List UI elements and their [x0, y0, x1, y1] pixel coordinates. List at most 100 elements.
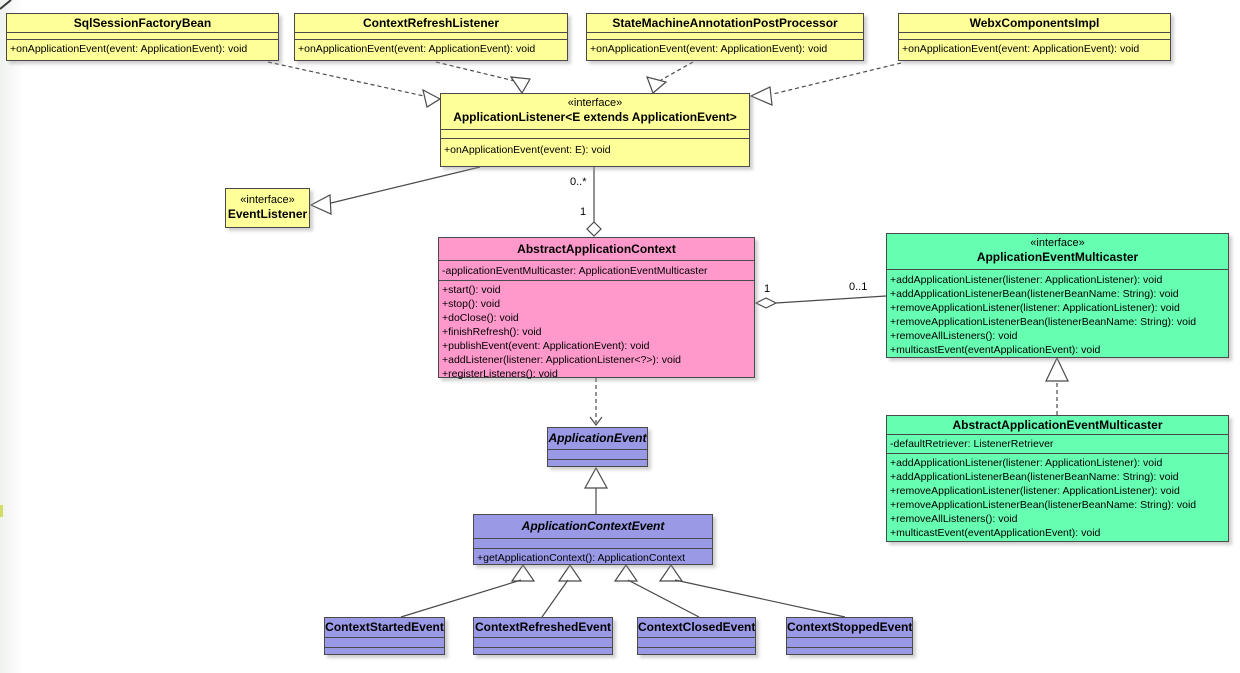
member-row: +onApplicationEvent(event: ApplicationEv… — [298, 43, 536, 55]
attributes-compartment — [899, 32, 1170, 39]
attributes-compartment: -defaultRetriever: ListenerRetriever — [887, 434, 1228, 453]
class-name: StateMachineAnnotationPostProcessor — [612, 16, 838, 30]
realization-sqlsessionfactorybean-applicationlistener[interactable] — [267, 61, 442, 108]
canvas-left-edge-shading — [0, 0, 24, 673]
member-row: +removeApplicationListener(listener: App… — [890, 485, 1180, 497]
attributes-compartment — [7, 32, 278, 39]
member-row: +onApplicationEvent(event: ApplicationEv… — [590, 43, 828, 55]
attributes-compartment — [474, 637, 612, 647]
class-title: «interface» EventListener — [226, 189, 309, 227]
class-contextrefreshedevent[interactable]: ContextRefreshedEvent — [473, 617, 613, 655]
member-row: -defaultRetriever: ListenerRetriever — [890, 438, 1054, 450]
attributes-compartment — [295, 32, 567, 39]
class-applicationevent[interactable]: ApplicationEvent — [547, 427, 648, 467]
class-name: ApplicationListener<E extends Applicatio… — [453, 110, 737, 124]
member-row: +removeAllListeners(): void — [890, 330, 1018, 342]
generalization-applicationcontextevent-applicationevent[interactable] — [583, 466, 609, 514]
realization-abstractapplicationeventmulticaster-applicationeventmulticaster[interactable] — [1045, 356, 1069, 415]
class-abstractapplicationeventmulticaster[interactable]: AbstractApplicationEventMulticaster -def… — [886, 415, 1229, 542]
member-row: +removeAllListeners(): void — [890, 513, 1018, 525]
canvas-edge-artifact — [0, 505, 3, 517]
class-name: ContextClosedEvent — [638, 620, 755, 634]
realization-statemachineannotationpostprocessor-applicationlistener[interactable] — [646, 61, 694, 95]
class-contextclosedevent[interactable]: ContextClosedEvent — [637, 617, 756, 655]
class-name: ContextStoppedEvent — [787, 620, 912, 634]
stereotype-label: «interface» — [1030, 237, 1085, 249]
aggregation-abstractapplicationcontext-applicationeventmulticaster[interactable] — [754, 295, 887, 309]
methods-compartment: +onApplicationEvent(event: E): void — [441, 138, 749, 168]
member-row: +addListener(listener: ApplicationListen… — [442, 354, 682, 366]
class-name: ContextRefreshListener — [362, 16, 500, 30]
interface-applicationeventmulticaster[interactable]: «interface» ApplicationEventMulticaster … — [886, 233, 1229, 358]
member-row: +stop(): void — [442, 298, 501, 310]
class-title: «interface» ApplicationListener<E extend… — [441, 94, 749, 129]
member-row: -applicationEventMulticaster: Applicatio… — [442, 265, 708, 277]
stereotype-label: «interface» — [240, 194, 295, 206]
multiplicity-label-1-context-right: 1 — [764, 283, 771, 295]
class-statemachineannotationpostprocessor[interactable]: StateMachineAnnotationPostProcessor +onA… — [586, 13, 864, 61]
methods-compartment — [548, 459, 647, 468]
interface-eventlistener[interactable]: «interface» EventListener — [225, 188, 310, 228]
methods-compartment: +onApplicationEvent(event: ApplicationEv… — [899, 39, 1170, 62]
interface-applicationlistener[interactable]: «interface» ApplicationListener<E extend… — [440, 93, 750, 167]
member-row: +registerListeners(): void — [442, 368, 558, 379]
generalization-applicationlistener-eventlistener[interactable] — [309, 166, 481, 215]
attributes-compartment — [587, 32, 863, 39]
class-name: ApplicationEventMulticaster — [976, 250, 1139, 264]
class-name: ContextStartedEvent — [325, 620, 444, 634]
member-row: +addApplicationListener(listener: Applic… — [890, 274, 1163, 286]
class-contextrefreshlistener[interactable]: ContextRefreshListener +onApplicationEve… — [294, 13, 568, 61]
aggregation-applicationlistener-abstractapplicationcontext[interactable] — [586, 167, 602, 237]
attributes-compartment — [548, 449, 647, 459]
methods-compartment — [474, 647, 612, 655]
member-row: +removeApplicationListener(listener: App… — [890, 302, 1180, 314]
member-row: +doClose(): void — [442, 312, 519, 324]
class-name: AbstractApplicationContext — [517, 242, 676, 256]
attributes-compartment: -applicationEventMulticaster: Applicatio… — [439, 260, 754, 280]
class-title: «interface» ApplicationEventMulticaster — [887, 234, 1228, 269]
member-row: +removeApplicationListenerBean(listenerB… — [890, 316, 1197, 328]
multiplicity-label-0-star: 0..* — [570, 176, 587, 188]
class-webxcomponentsimpl[interactable]: WebxComponentsImpl +onApplicationEvent(e… — [898, 13, 1171, 61]
methods-compartment — [638, 647, 755, 655]
methods-compartment: +onApplicationEvent(event: ApplicationEv… — [587, 39, 863, 62]
member-row: +multicastEvent(eventApplicationEvent): … — [890, 344, 1101, 356]
class-name: AbstractApplicationEventMulticaster — [952, 418, 1163, 432]
member-row: +getApplicationContext(): ApplicationCon… — [477, 552, 686, 564]
generalization-contextrefreshedevent-applicationcontextevent[interactable] — [541, 563, 583, 618]
class-sqlsessionfactorybean[interactable]: SqlSessionFactoryBean +onApplicationEven… — [6, 13, 279, 61]
dependency-abstractapplicationcontext-applicationevent[interactable] — [589, 378, 603, 426]
methods-compartment — [787, 647, 912, 655]
attributes-compartment — [441, 129, 749, 138]
member-row: +addApplicationListenerBean(listenerBean… — [890, 288, 1179, 300]
multiplicity-label-1-context-top: 1 — [580, 206, 587, 218]
class-name: WebxComponentsImpl — [969, 16, 1100, 30]
multiplicity-label-0-1: 0..1 — [849, 281, 868, 293]
class-name: ApplicationEvent — [548, 431, 647, 445]
member-row: +removeApplicationListenerBean(listenerB… — [890, 499, 1197, 511]
methods-compartment: +getApplicationContext(): ApplicationCon… — [474, 548, 712, 566]
class-abstractapplicationcontext[interactable]: AbstractApplicationContext -applicationE… — [438, 237, 755, 379]
class-name: SqlSessionFactoryBean — [73, 16, 212, 30]
generalization-contextstartedevent-applicationcontextevent[interactable] — [400, 563, 536, 618]
methods-compartment — [325, 647, 444, 655]
stereotype-label: «interface» — [567, 97, 623, 109]
generalization-contextclosedevent-applicationcontextevent[interactable] — [613, 563, 700, 618]
methods-compartment: +addApplicationListener(listener: Applic… — [887, 453, 1228, 543]
class-contextstartedevent[interactable]: ContextStartedEvent — [324, 617, 445, 655]
class-name: EventListener — [227, 207, 308, 221]
realization-webxcomponentsimpl-applicationlistener[interactable] — [749, 62, 902, 106]
member-row: +publishEvent(event: ApplicationEvent): … — [442, 340, 650, 352]
attributes-compartment — [787, 637, 912, 647]
member-row: +start(): void — [442, 284, 501, 296]
class-contextstoppedevent[interactable]: ContextStoppedEvent — [786, 617, 913, 655]
class-applicationcontextevent[interactable]: ApplicationContextEvent +getApplicationC… — [473, 514, 713, 565]
realization-contextrefreshlistener-applicationlistener[interactable] — [435, 61, 531, 95]
member-row: +finishRefresh(): void — [442, 326, 542, 338]
corner-artifact — [0, 0, 12, 10]
methods-compartment: +start(): void +stop(): void +doClose(): v… — [439, 280, 754, 379]
attributes-compartment — [638, 637, 755, 647]
methods-compartment: +onApplicationEvent(event: ApplicationEv… — [7, 39, 278, 62]
generalization-contextstoppedevent-applicationcontextevent[interactable] — [658, 563, 846, 618]
